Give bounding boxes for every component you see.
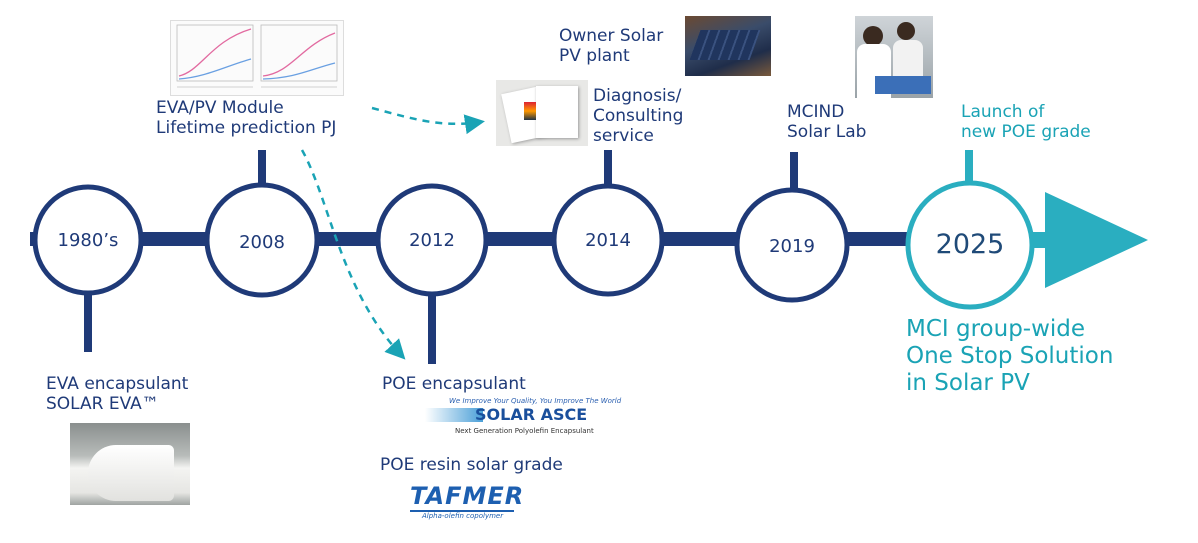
label-2019-line1: MCIND xyxy=(787,102,845,122)
dashed-arrow-to-2014 xyxy=(371,106,485,135)
label-2012-line1: POE encapsulant xyxy=(382,374,526,394)
solar-asce-logo: We Improve Your Quality, You Improve The… xyxy=(425,397,622,443)
circle-2019 xyxy=(734,187,850,303)
final-line3: in Solar PV xyxy=(906,370,1030,396)
circle-2014 xyxy=(551,183,665,297)
solar-lab-photo xyxy=(855,16,933,98)
label-2019-line2: Solar Lab xyxy=(787,122,867,142)
connector-2025 xyxy=(965,150,973,188)
final-line2: One Stop Solution xyxy=(906,343,1114,369)
timeline-arrow xyxy=(985,192,1148,288)
label-2025-line2: new POE grade xyxy=(961,122,1091,142)
circle-2012 xyxy=(375,183,489,297)
label-owner-line1: Owner Solar xyxy=(559,26,664,46)
connector-2008 xyxy=(258,150,266,186)
final-line1: MCI group-wide xyxy=(906,316,1086,342)
label-2008-line1: EVA/PV Module xyxy=(156,98,284,118)
label-2014-line2: Consulting xyxy=(593,106,684,126)
dashed-arrow-to-2012 xyxy=(300,149,406,360)
year-2014: 2014 xyxy=(585,230,631,251)
year-1980: 1980’s xyxy=(57,230,119,251)
brochure-photo xyxy=(496,80,588,146)
tafmer-subtitle: Alpha-olefin copolymer xyxy=(422,512,504,520)
year-2019: 2019 xyxy=(769,236,815,257)
label-1980-line2: SOLAR EVA™ xyxy=(46,394,159,414)
connector-1980 xyxy=(84,290,92,352)
asce-subtitle: Next Generation Polyolefin Encapsulant xyxy=(455,427,594,435)
solar-plant-photo xyxy=(685,16,771,76)
label-1980-line1: EVA encapsulant xyxy=(46,374,189,394)
circle-2025 xyxy=(905,180,1035,310)
eva-roll-photo xyxy=(70,423,190,505)
connector-2014 xyxy=(604,150,612,188)
asce-tagline: We Improve Your Quality, You Improve The… xyxy=(449,397,622,405)
label-2025-line1: Launch of xyxy=(961,102,1045,122)
label-2014-line1: Diagnosis/ xyxy=(593,86,682,106)
year-2025: 2025 xyxy=(935,229,1005,260)
asce-name: SOLAR ASCE xyxy=(475,405,588,424)
label-2012-extra: POE resin solar grade xyxy=(380,455,563,475)
circle-1980 xyxy=(32,184,144,296)
label-owner-line2: PV plant xyxy=(559,46,630,66)
lifetime-chart-thumbnail xyxy=(170,20,344,96)
label-2014-line3: service xyxy=(593,126,654,146)
year-2008: 2008 xyxy=(239,232,285,253)
label-2008-line2: Lifetime prediction PJ xyxy=(156,118,337,138)
connector-2019 xyxy=(790,152,798,194)
connector-2012 xyxy=(428,296,436,364)
year-2012: 2012 xyxy=(409,230,455,251)
tafmer-logo: TAFMER Alpha-olefin copolymer xyxy=(410,482,525,526)
circle-2008 xyxy=(204,182,320,298)
tafmer-name: TAFMER xyxy=(410,482,525,510)
